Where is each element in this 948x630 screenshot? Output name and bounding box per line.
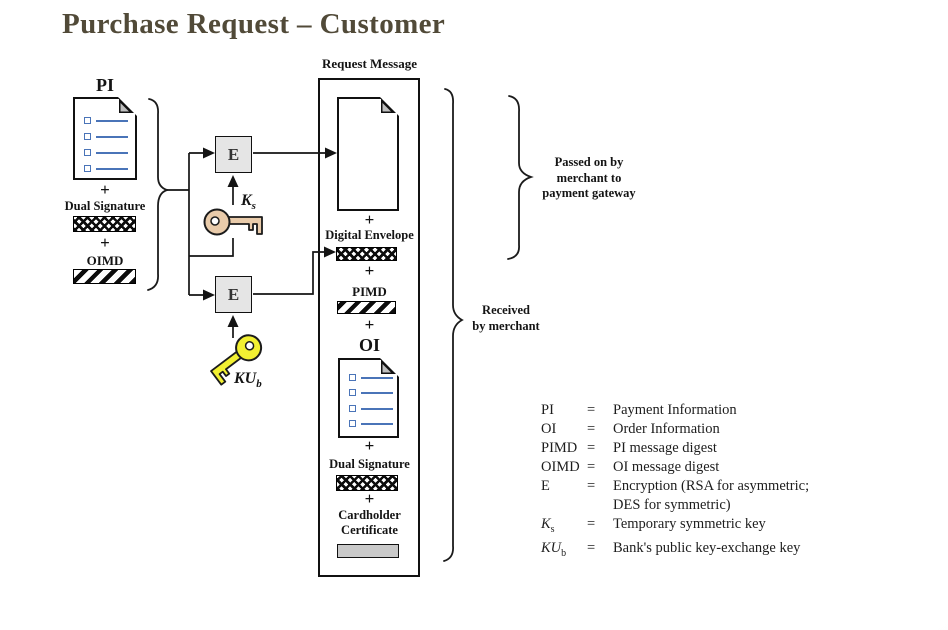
legend-eq: = [587, 478, 596, 494]
arrow-kub-into-e2 [227, 315, 239, 327]
legend-eq: = [587, 421, 596, 437]
legend-term: KUb [541, 539, 567, 559]
plus-sign: + [364, 261, 375, 280]
legend-def: Payment Information [613, 402, 737, 418]
plus-sign: + [364, 210, 375, 229]
kub-key-label: KUb [234, 370, 262, 391]
legend-term: PI [541, 402, 554, 418]
legend-def: OI message digest [613, 459, 720, 475]
dual-signature-label: Dual Signature [64, 199, 146, 213]
slide-title: Purchase Request – Customer [62, 8, 446, 40]
brace-left-group [147, 98, 170, 291]
request-message-title: Request Message [322, 56, 417, 71]
legend-eq: = [587, 440, 596, 456]
plus-sign: + [100, 233, 110, 252]
digital-envelope-label: Digital Envelope [325, 228, 414, 242]
plus-sign: + [364, 436, 375, 455]
dual-signature-label-2: Dual Signature [329, 457, 410, 471]
ks-key-label: Ks [241, 192, 256, 213]
arrow-into-e2 [203, 289, 215, 301]
legend-def: PI message digest [613, 440, 717, 456]
plus-sign: + [364, 489, 375, 508]
legend-def: Bank's public key-exchange key [613, 539, 801, 556]
pimd-label: PIMD [352, 284, 387, 299]
legend-eq: = [587, 459, 596, 475]
legend-eq: = [587, 402, 596, 418]
key-ks-icon [203, 208, 263, 236]
legend-eq: = [587, 516, 596, 532]
pi-label: PI [96, 75, 114, 95]
legend-term: OIMD [541, 459, 580, 475]
legend-def: Order Information [613, 421, 720, 437]
legend-def: Encryption (RSA for asymmetric; DES for … [613, 478, 810, 513]
oimd-label: OIMD [86, 253, 124, 268]
brace-passed-on [507, 95, 534, 260]
legend-eq: = [587, 539, 596, 556]
legend-term: E [541, 478, 550, 494]
received-annotation: Received by merchant [472, 303, 540, 333]
legend-term: OI [541, 421, 557, 437]
cardholder-certificate-label: Cardholder Certificate [338, 508, 401, 537]
encrypted-content-document-icon [337, 97, 399, 211]
legend-term: Ks [541, 516, 555, 535]
dual-signature-hatch-box-2 [336, 475, 398, 491]
dual-signature-hatch-box [73, 216, 136, 232]
legend-def: Temporary symmetric key [613, 516, 766, 532]
encrypt-box-2: E [215, 276, 252, 313]
oi-document-icon [338, 358, 399, 438]
plus-sign: + [364, 315, 375, 334]
pi-document-icon [73, 97, 137, 180]
legend: PI = Payment Information OI = Order Info… [541, 401, 809, 563]
pimd-stripe-box [337, 301, 396, 314]
oimd-stripe-box [73, 269, 136, 284]
digital-envelope-hatch-box [336, 247, 397, 261]
legend-term: PIMD [541, 440, 578, 456]
encrypt-box-1: E [215, 136, 252, 173]
plus-sign: + [100, 180, 110, 199]
arrow-into-e1 [203, 147, 215, 159]
oi-label: OI [358, 335, 380, 355]
arrow-ks-into-e1 [227, 175, 239, 187]
passed-on-annotation: Passed on by merchant to payment gateway [542, 155, 636, 200]
cardholder-certificate-box [337, 544, 399, 558]
